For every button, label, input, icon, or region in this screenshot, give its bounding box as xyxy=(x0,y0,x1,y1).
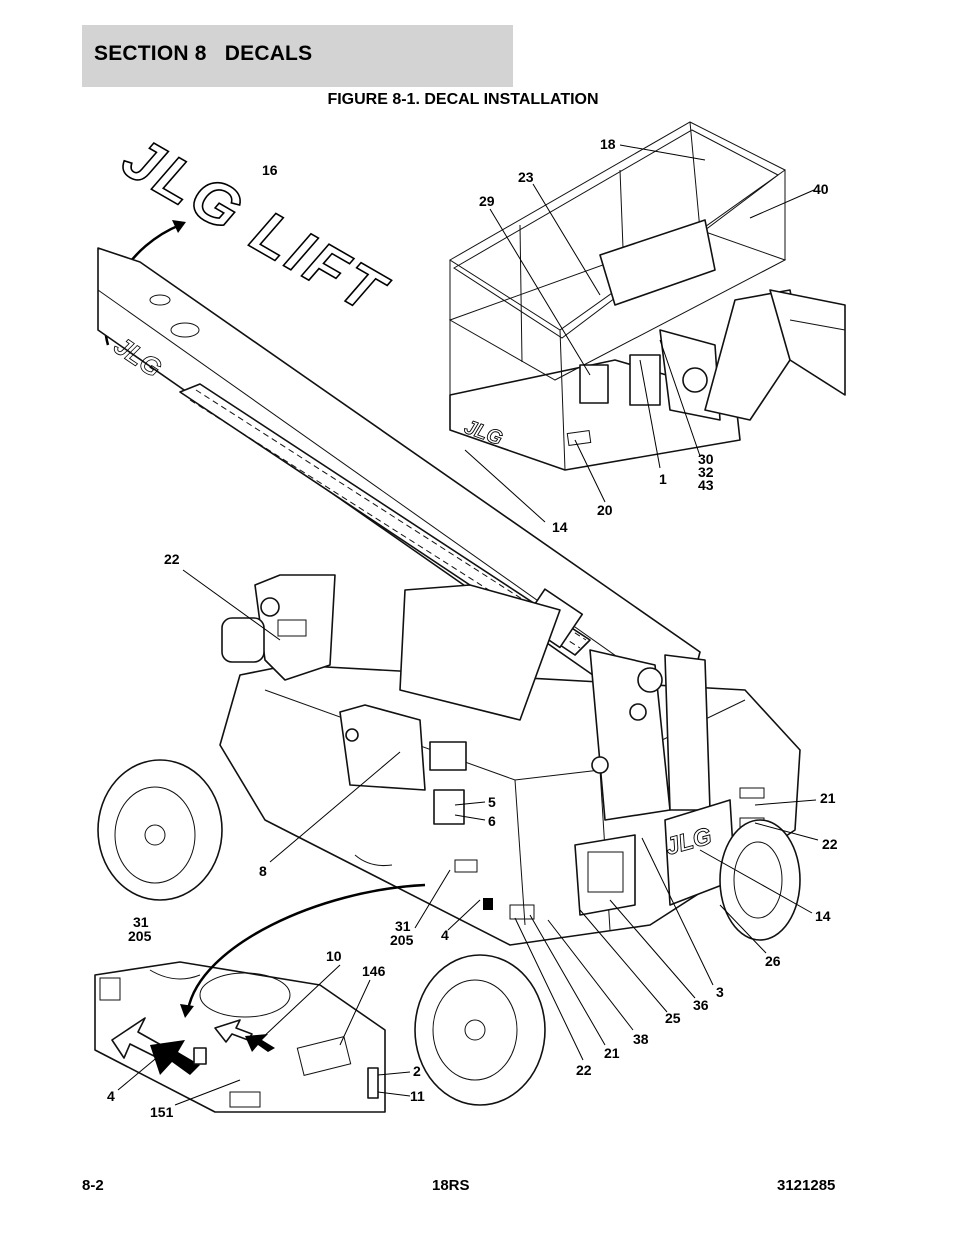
callout-6: 6 xyxy=(488,813,496,829)
callout-23: 23 xyxy=(518,169,534,185)
callout-10: 10 xyxy=(326,948,342,964)
callout-36: 36 xyxy=(693,997,709,1013)
callout-22-left: 22 xyxy=(164,551,180,567)
callout-22-bottom: 22 xyxy=(576,1062,592,1078)
footer-page-number: 8-2 xyxy=(82,1177,104,1194)
callout-3: 3 xyxy=(716,984,724,1000)
callout-1: 1 xyxy=(659,471,667,487)
callout-14-bottom: 14 xyxy=(815,908,831,924)
callout-14-top: 14 xyxy=(552,519,568,535)
callout-4-left: 4 xyxy=(107,1088,115,1104)
callout-21-bottom: 21 xyxy=(604,1045,620,1061)
wheels xyxy=(97,759,801,1106)
callout-labels: 16 18 23 40 29 30 32 43 1 20 14 22 5 6 8… xyxy=(107,136,838,1120)
callout-31-left: 31 xyxy=(133,914,149,930)
callout-20: 20 xyxy=(597,502,613,518)
callout-5: 5 xyxy=(488,794,496,810)
callout-43: 43 xyxy=(698,477,714,493)
inset-pointer-arrow xyxy=(180,883,426,1018)
callout-205-left: 205 xyxy=(128,928,152,944)
callout-30: 30 xyxy=(698,451,714,467)
section-header-bar: SECTION 8 DECALS xyxy=(82,25,513,87)
callout-151: 151 xyxy=(150,1104,174,1120)
callout-22-right: 22 xyxy=(822,836,838,852)
callout-146: 146 xyxy=(362,963,386,979)
leader-lines xyxy=(117,144,819,1106)
footer-doc-number: 3121285 xyxy=(777,1177,836,1194)
callout-16: 16 xyxy=(262,162,278,178)
callout-11: 11 xyxy=(410,1088,425,1104)
callout-26: 26 xyxy=(765,953,781,969)
callout-25: 25 xyxy=(665,1010,681,1026)
callout-40: 40 xyxy=(813,181,829,197)
callout-205-mid: 205 xyxy=(390,932,414,948)
boom: JLG xyxy=(97,247,701,691)
callout-18: 18 xyxy=(600,136,616,152)
callout-4-mid: 4 xyxy=(441,927,449,943)
section-title: SECTION 8 DECALS xyxy=(94,42,313,65)
platform-basket: JLG xyxy=(448,121,846,471)
callout-21-right: 21 xyxy=(820,790,836,806)
rear-detail-inset xyxy=(94,961,386,1113)
callout-31-mid: 31 xyxy=(395,918,411,934)
callout-29: 29 xyxy=(479,193,495,209)
footer-model: 18RS xyxy=(432,1177,470,1194)
figure-title: FIGURE 8-1. DECAL INSTALLATION xyxy=(327,91,599,108)
chassis: JLG xyxy=(219,574,801,946)
callout-2: 2 xyxy=(413,1063,421,1079)
callout-38: 38 xyxy=(633,1031,649,1047)
callout-8: 8 xyxy=(259,863,267,879)
callout-32: 32 xyxy=(698,464,714,480)
